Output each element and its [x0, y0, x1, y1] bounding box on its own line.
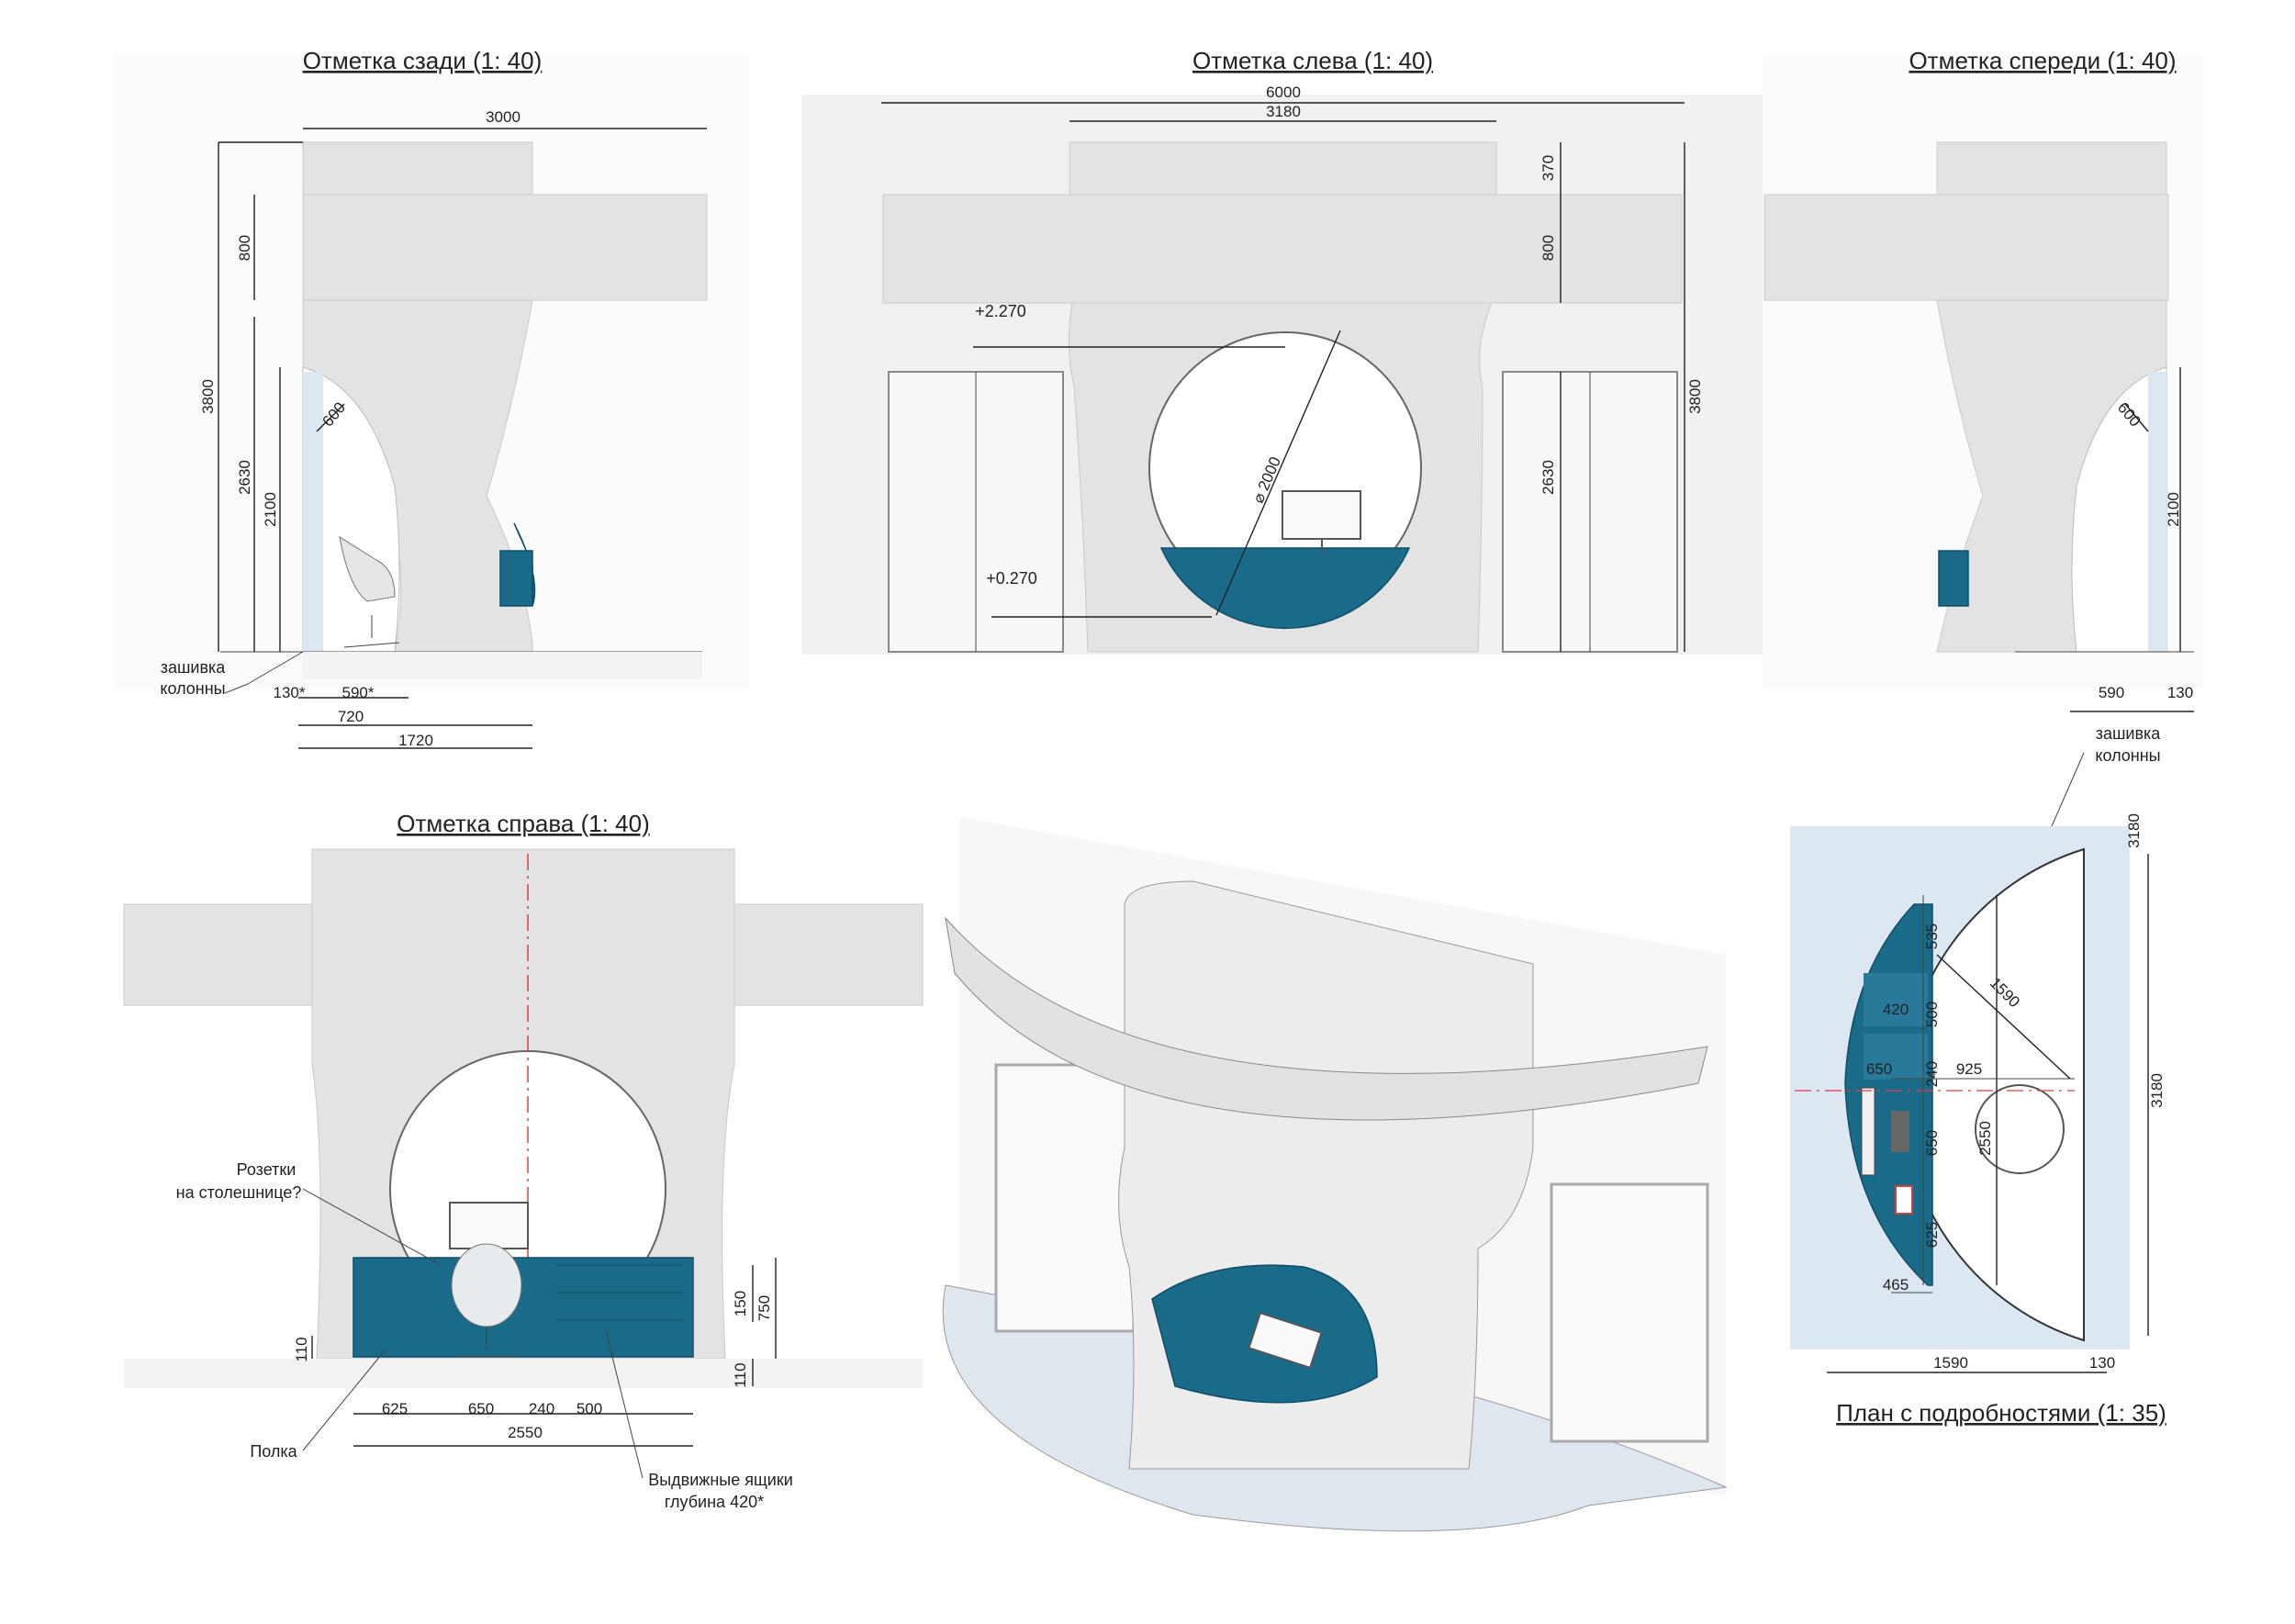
monitor-plan-icon — [1861, 1087, 1875, 1176]
note-sockets: на столешнице? — [176, 1183, 302, 1202]
note-column: зашивка — [2096, 724, 2162, 743]
dim-label: 1590 — [1933, 1354, 1968, 1372]
dim-label: 150 — [732, 1291, 749, 1316]
right-elevation: Отметка справа (1: 40) 150 750 110 110 6… — [123, 810, 924, 1511]
monitor-icon — [1282, 490, 1361, 553]
monitor-icon — [1248, 1311, 1323, 1370]
dim-label: 650 — [1866, 1060, 1892, 1078]
dim-label: 3180 — [1266, 103, 1301, 120]
axonometric-view — [942, 817, 1728, 1532]
monitor-icon — [449, 1202, 529, 1249]
window-left — [994, 1063, 1136, 1333]
dim-label: 720 — [338, 708, 364, 725]
detailed-plan: План с подробностями (1: 35) 3180 1590 1… — [1790, 724, 2166, 1427]
dim-label: 370 — [1539, 155, 1557, 181]
view-title: Отметка сзади (1: 40) — [303, 47, 543, 74]
chair-front-view — [451, 1243, 522, 1358]
dim-label: 3800 — [1686, 379, 1704, 414]
note-shelf: Полка — [250, 1442, 297, 1461]
note-drawers: Выдвижные ящики — [648, 1471, 793, 1489]
dim-label: 2100 — [2165, 492, 2182, 527]
dim-label: 3180 — [2148, 1073, 2166, 1108]
dim-label: 130 — [2167, 684, 2193, 701]
level-mark: +0.270 — [986, 569, 1037, 588]
view-title: Отметка слева (1: 40) — [1192, 47, 1433, 74]
note-column: зашивка — [161, 658, 227, 677]
dim-label: 750 — [756, 1295, 773, 1321]
dim-label: 1720 — [398, 732, 433, 749]
dim-label: 240 — [529, 1400, 554, 1417]
dim-label: 590 — [2099, 684, 2124, 701]
dim-label: 800 — [236, 235, 253, 261]
dim-label: 625 — [382, 1400, 408, 1417]
dim-label: 3800 — [199, 379, 217, 414]
dim-label: 650 — [1923, 1130, 1941, 1156]
dim-label: 500 — [1923, 1002, 1941, 1027]
door-right — [1502, 371, 1678, 653]
dim-label: 6000 — [1266, 84, 1301, 101]
dim-label: 500 — [577, 1400, 602, 1417]
chair-plan-icon — [1975, 1084, 2065, 1174]
keyboard-plan-icon — [1891, 1111, 1909, 1152]
view-title: Отметка справа (1: 40) — [397, 810, 650, 837]
level-mark: +2.270 — [975, 302, 1026, 320]
dim-label: 420 — [1883, 1001, 1909, 1018]
dim-label: 110 — [732, 1362, 749, 1387]
note-column: колонны — [2095, 746, 2160, 765]
window-right — [1550, 1182, 1709, 1443]
note-sockets: Розетки — [237, 1160, 297, 1179]
dim-label: 650 — [468, 1400, 494, 1417]
back-elevation: Отметка сзади (1: 40) 3000 800 3800 2630… — [115, 47, 748, 749]
dim-label: 2100 — [262, 492, 279, 527]
dim-label: 465 — [1883, 1276, 1909, 1294]
dim-label: 535 — [1923, 924, 1941, 949]
dim-label: 2550 — [508, 1424, 543, 1441]
socket-icon — [1895, 1185, 1913, 1215]
chair-back-view — [339, 535, 400, 648]
note-drawers: глубина 420* — [665, 1493, 764, 1511]
dim-label: 2630 — [1539, 460, 1557, 495]
left-elevation: Отметка слева (1: 40) 6000 3180 370 800 … — [801, 47, 1765, 655]
view-title: Отметка спереди (1: 40) — [1909, 47, 2176, 74]
note-column: колонны — [160, 679, 225, 698]
dim-label: 925 — [1956, 1060, 1982, 1078]
dim-label: 590* — [342, 684, 375, 701]
dim-label: 800 — [1539, 235, 1557, 261]
front-elevation: Отметка спереди (1: 40) 600 2100 590 130 — [1763, 47, 2203, 712]
dim-label: 625 — [1923, 1222, 1941, 1248]
dim-label: 130 — [2089, 1354, 2115, 1372]
dim-label: 240 — [1923, 1061, 1941, 1087]
door-left — [888, 371, 1064, 653]
dim-label: 3000 — [486, 108, 521, 126]
dim-label: 2630 — [236, 460, 253, 495]
dim-label: 110 — [293, 1337, 310, 1361]
dim-label: 130* — [274, 684, 306, 701]
dim-label: 2550 — [1976, 1121, 1994, 1156]
dim-label: 3180 — [2125, 813, 2143, 848]
view-title: План с подробностями (1: 35) — [1836, 1399, 2166, 1427]
